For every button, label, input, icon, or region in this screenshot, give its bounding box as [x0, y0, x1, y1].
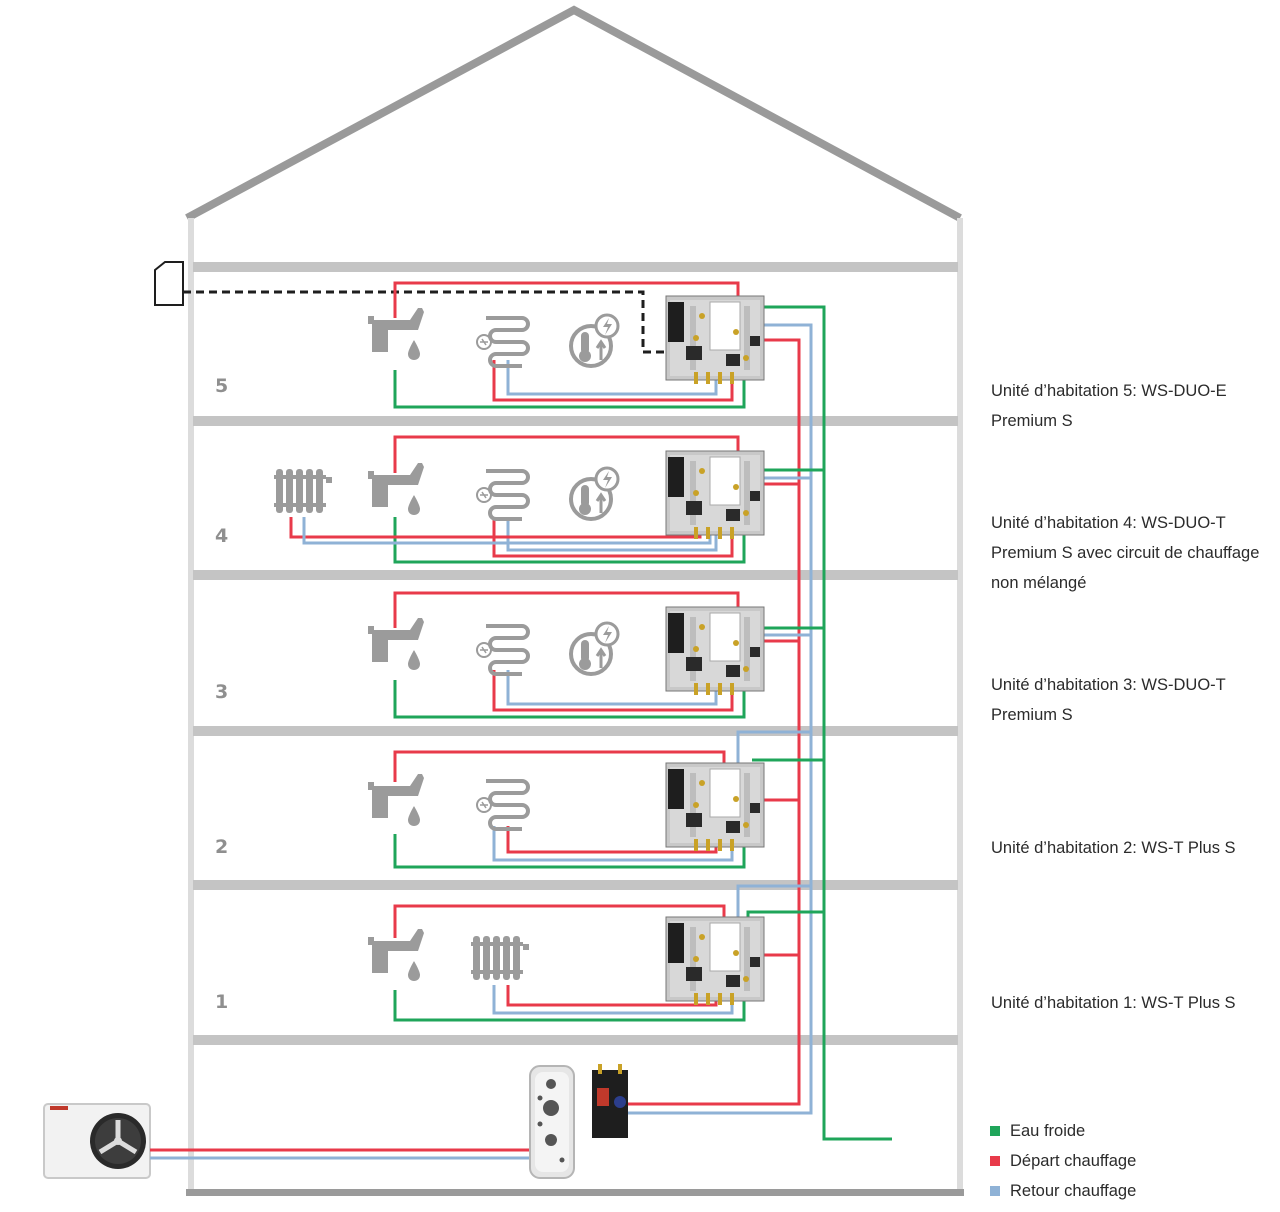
floor-number-3: 3: [215, 681, 229, 703]
ground-line: [186, 1189, 964, 1196]
electric-heating-thermometer-icon: [569, 466, 620, 521]
floor-number-5: 5: [215, 375, 229, 397]
unit-label-line: non mélangé: [991, 574, 1087, 592]
heat-interface-unit-icon: [665, 762, 765, 852]
unit-label-line: Unité d’habitation 4: WS-DUO-T: [991, 514, 1226, 532]
buffer-tank-icon: [529, 1065, 575, 1179]
legend-item-cold-water: Eau froide: [990, 1116, 1136, 1146]
unit-label-line: Unité d’habitation 1: WS-T Plus S: [991, 994, 1236, 1012]
unit-label-line: Premium S avec circuit de chauffage: [991, 544, 1260, 562]
unit-label-5: Unité d’habitation 5: WS-DUO-E Premium S: [991, 376, 1276, 436]
floor-slabs: [193, 262, 958, 1045]
underfloor-heating-icon: [475, 624, 530, 676]
unit-label-3: Unité d’habitation 3: WS-DUO-T Premium S: [991, 670, 1276, 730]
unit-label-4: Unité d’habitation 4: WS-DUO-T Premium S…: [991, 508, 1276, 598]
electric-heating-thermometer-icon: [569, 621, 620, 676]
underfloor-heating-icon: [475, 316, 530, 368]
floor-2-pipes: [393, 750, 746, 869]
legend-item-return: Retour chauffage: [990, 1176, 1136, 1206]
unit-label-line: Unité d’habitation 3: WS-DUO-T: [991, 676, 1226, 694]
unit-label-line: Unité d’habitation 5: WS-DUO-E: [991, 382, 1227, 400]
unit-label-line: Unité d’habitation 2: WS-T Plus S: [991, 839, 1236, 857]
pump-group-icon: [592, 1064, 628, 1138]
floor-5-pipes: [393, 281, 746, 409]
legend: Eau froide Départ chauffage Retour chauf…: [990, 1116, 1136, 1206]
legend-swatch-red: [990, 1156, 1000, 1166]
legend-swatch-blue: [990, 1186, 1000, 1196]
underfloor-heating-icon: [475, 779, 530, 831]
legend-label: Eau froide: [1010, 1121, 1086, 1140]
heat-interface-unit-icon: [665, 606, 765, 696]
unit-label-line: Premium S: [991, 412, 1073, 430]
floor-1-pipes: [393, 904, 746, 1022]
legend-label: Retour chauffage: [1010, 1181, 1137, 1200]
unit-label-line: Premium S: [991, 706, 1073, 724]
roof: [185, 5, 962, 222]
heat-pump-pipes: [150, 1148, 530, 1160]
floor-number-4: 4: [215, 525, 229, 547]
heat-interface-unit-icon: [665, 916, 765, 1006]
legend-item-flow: Départ chauffage: [990, 1146, 1136, 1176]
heat-interface-unit-icon: [665, 295, 765, 385]
unit-label-2: Unité d’habitation 2: WS-T Plus S: [991, 833, 1276, 863]
unit-label-1: Unité d’habitation 1: WS-T Plus S: [991, 988, 1276, 1018]
radiator-icon: [274, 469, 332, 513]
legend-label: Départ chauffage: [1010, 1151, 1137, 1170]
electric-heating-thermometer-icon: [569, 313, 620, 368]
heat-interface-unit-icon: [665, 450, 765, 540]
floor-number-1: 1: [215, 991, 229, 1013]
floor-3-pipes: [393, 591, 746, 719]
radiator-icon: [471, 936, 529, 980]
legend-swatch-green: [990, 1126, 1000, 1136]
floor-number-2: 2: [215, 836, 229, 858]
underfloor-heating-icon: [475, 469, 530, 521]
controller-icon: [154, 261, 184, 306]
heat-pump-icon: [43, 1103, 151, 1179]
